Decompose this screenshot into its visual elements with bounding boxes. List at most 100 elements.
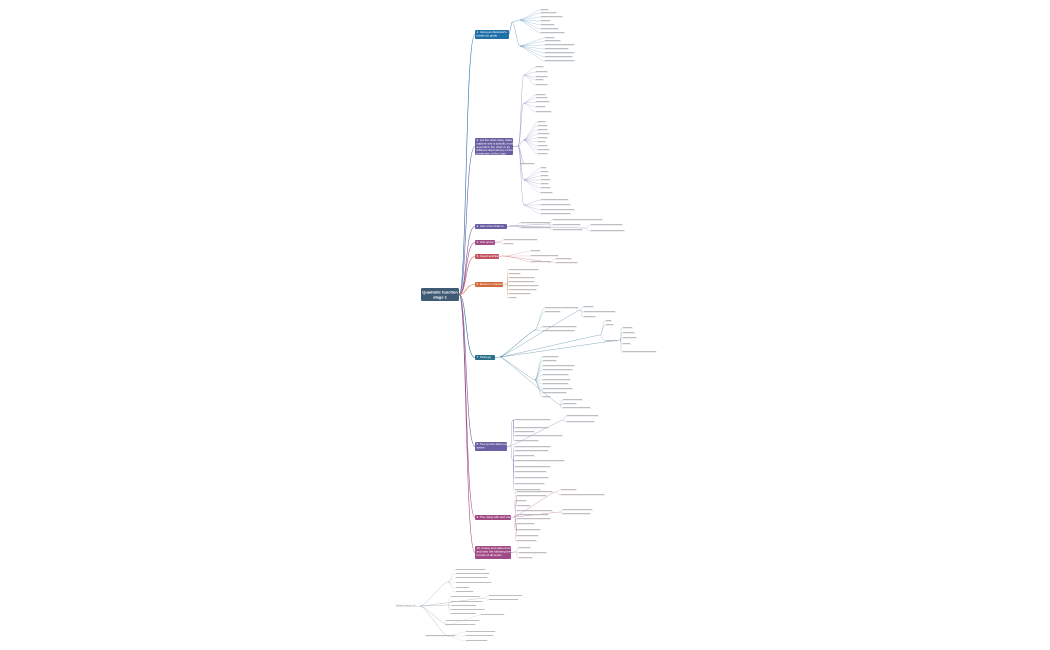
leaf-connector-b9-2-0 [554,489,561,493]
leaf-group-connector-b1-0 [511,19,521,23]
leaf-connector-b1-0-1 [519,12,541,21]
leaf-connector-b10-0-2 [515,551,519,559]
leaf-group-connector-b8-0 [509,419,514,447]
leaf-group-connector-b7-1 [499,309,581,358]
detached-leaf-connector-0-1 [447,573,456,583]
leaf-connector-b9-3-1 [559,511,563,515]
leaf-group-connector-b8-2 [509,445,514,461]
leaf-connector-b5-0-2 [505,255,531,263]
leaf-connector-b2-3-2 [523,175,541,181]
connector-b9 [458,294,476,518]
connector-layer [396,9,623,642]
leaf-connector-b9-1-2 [515,523,517,531]
leaf-group-connector-b8-1 [509,419,564,447]
root-node[interactable]: Quadratic function stage 1 [421,288,459,301]
leaf-connector-b5-1-1 [549,261,556,264]
branch-label-b6-line1: 6. Event on character [477,282,506,286]
branch-node-box-b4 [475,240,495,245]
branch-label-b5-line1: 5. Count activities [477,254,501,258]
branch-node-box-b7 [475,355,495,360]
leaf-connector-b7-3-2 [599,334,606,342]
detached-topic[interactable]: Related subtopic list [396,604,416,607]
detached-leaf-connector-4-3 [447,635,466,642]
leaf-hub-b8 [506,445,511,447]
branch-node-b5[interactable]: 5. Count activities [475,254,501,259]
leaf-group-connector-b9-1 [513,516,517,531]
leaf-group-connector-b2-0 [517,74,525,147]
leaf-connector-b2-3-6 [523,179,541,194]
leaf-connector-b2-3-1 [523,171,541,181]
branch-label-b2-line3: and cell in the chart or its [477,145,511,149]
leaf-connector-b6-0-0 [506,269,509,285]
detached-group-connector-4 [419,605,449,637]
branch-node-b3[interactable]: 3. Use a bar chart in [475,224,507,229]
detached-leaf-connector-0-5 [447,581,456,593]
leaf-hub-b4 [494,241,499,243]
leaf-connector-b7-1-0 [579,306,584,311]
branch-label-b10-line2: and ratio the following the [477,550,512,554]
leaf-connector-b9-0-4 [515,499,517,512]
leaf-connector-b1-0-2 [519,16,541,21]
leaf-connector-b6-0-7 [506,283,509,299]
branch-node-b9[interactable]: 9. The rising with and visual [475,515,514,520]
leaf-connector-b4-0-1 [499,241,504,245]
leaf-group-connector-b9-0 [513,499,517,518]
leaf-hub-b9 [510,516,515,518]
branch-label-b3-line1: 3. Use a bar chart in [477,224,504,228]
leaf-hub-b7 [494,356,501,358]
leaf-group-connector-b9-2 [513,491,556,518]
branch-node-box-b8 [475,442,507,451]
leaf-connector-b2-1-2 [523,101,536,104]
leaf-connector-b7-3-1 [599,324,606,336]
detached-topic-label: Related subtopic list [396,604,416,607]
leaf-connector-b7-5-4 [534,374,543,381]
leaf-group-connector-b2-1 [517,102,525,147]
leaf-connector-b10-0-0 [515,547,519,553]
branch-label-b8-line2: series [477,446,486,450]
leaf-group-connector-b2-5 [517,145,525,163]
detached-leaf-connector-0-0 [447,569,456,583]
root-label-line2: stage 1 [433,294,448,299]
leaf-connector-b5-0-0 [505,250,531,257]
branch-node-b2[interactable]: 2. Let the chart style, class andcapture… [475,138,518,155]
leaf-connector-b4-0-0 [499,239,504,243]
leaf-connector-b6-0-1 [506,273,509,285]
leaf-group-connector-b1-1 [511,21,521,47]
connector-b1 [458,34,476,295]
leaf-connector-b3-2-0 [584,224,591,229]
leaf-connector-b7-5-3 [534,369,543,381]
connector-b8 [458,294,476,447]
leaf-group-connector-b7-6 [499,356,561,406]
leaf-connector-b1-1-5 [519,45,545,58]
leaf-group-connector-b3-1 [509,223,549,227]
leaf-hub-b5 [498,255,503,257]
branch-label-b8-line1: 8. Ties go the above age [477,442,510,446]
leaf-hub-b1 [508,21,513,35]
connector-b6 [458,284,476,295]
leaf-connector-b7-5-1 [534,360,543,381]
branch-node-b4[interactable]: 4. Unit group [475,240,495,245]
connector-b2 [458,146,476,295]
leaf-group-connector-b2-2 [517,139,525,147]
branch-node-b7[interactable]: 7. Strategy [475,355,495,360]
leaf-connector-b7-3-0 [599,320,606,336]
branch-node-b6[interactable]: 6. Event on character [475,282,505,287]
branch-label-b9-line1: 9. The rising with and visual [477,515,514,519]
leaf-connector-b8-2-8 [512,459,515,491]
leaf-connector-b7-4-1 [619,332,623,341]
leaf-hub-b6 [502,283,506,285]
leaf-connector-b7-2-1 [534,329,543,332]
leaf-group-connector-b7-4 [499,339,621,358]
leaf-connector-b8-1-0 [562,415,567,421]
branch-label-b10-line3: rounds of all series [477,553,503,557]
branch-label-b10-line1: 10. Group and value and a bar [477,546,518,550]
detached-leaf-connector-0-2 [447,577,456,583]
leaf-connector-b2-4-2 [523,204,541,211]
leaf-hub-b10 [510,551,515,553]
leaf-connector-b8-2-2 [512,455,515,461]
